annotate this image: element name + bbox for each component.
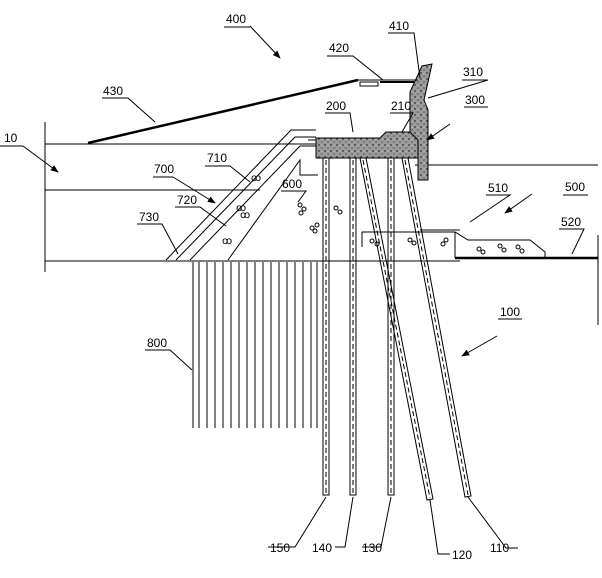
retaining-wall [409, 63, 433, 181]
bearing-piles [322, 157, 472, 501]
embankment-dam: ꝏ ꝏ ꝏ ꝏ [165, 129, 318, 261]
label-150: 150 [270, 541, 290, 555]
label-720: 720 [177, 193, 197, 207]
label-10: 10 [4, 131, 18, 145]
label-120: 120 [452, 548, 472, 562]
label-500: 500 [565, 180, 585, 194]
label-410: 410 [389, 19, 409, 33]
label-400: 400 [226, 12, 246, 26]
pile-110 [401, 157, 472, 498]
svg-text:ꝏ: ꝏ [222, 236, 232, 247]
label-310: 310 [463, 65, 483, 79]
label-710: 710 [207, 151, 227, 165]
leader-lines [0, 25, 588, 555]
pile-140 [349, 158, 357, 496]
svg-text:ꝏ: ꝏ [240, 210, 250, 221]
label-510: 510 [488, 181, 508, 195]
pile-150 [322, 158, 330, 496]
label-200: 200 [326, 99, 346, 113]
label-730: 730 [139, 210, 159, 224]
svg-text:ꝏ: ꝏ [236, 203, 246, 214]
pile-120 [359, 157, 434, 501]
drainage-piles [192, 262, 318, 428]
river-protection-berm [361, 231, 546, 258]
label-600: 600 [282, 177, 302, 191]
label-420: 420 [329, 41, 349, 55]
label-520: 520 [561, 215, 581, 229]
label-430: 430 [103, 84, 123, 98]
backfill-stones [297, 202, 343, 234]
part-labels: 10 400 410 420 430 310 300 200 210 700 7… [4, 12, 585, 562]
label-210: 210 [391, 99, 411, 113]
pile-130 [387, 158, 395, 496]
cover-slope [87, 78, 418, 145]
label-140: 140 [312, 541, 332, 555]
label-800: 800 [147, 336, 167, 350]
pile-cap [315, 131, 419, 159]
label-130: 130 [362, 541, 382, 555]
label-300: 300 [465, 93, 485, 107]
label-100: 100 [500, 305, 520, 319]
embankment-rock-fill: ꝏ ꝏ ꝏ ꝏ [222, 173, 261, 247]
label-700: 700 [154, 162, 174, 176]
label-110: 110 [490, 541, 509, 555]
svg-text:ꝏ: ꝏ [251, 173, 261, 184]
